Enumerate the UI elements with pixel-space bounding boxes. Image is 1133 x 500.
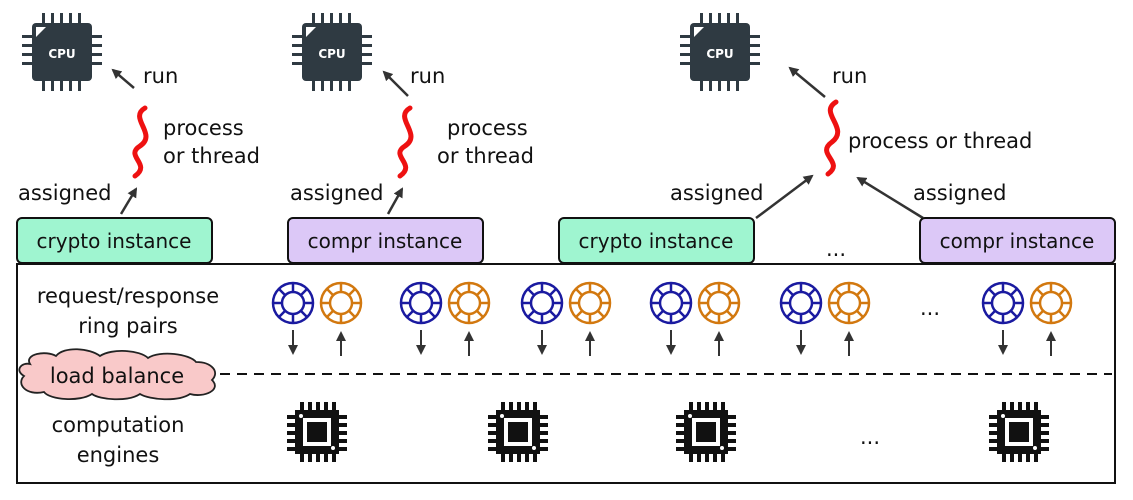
assigned-arrow-right <box>856 176 924 220</box>
assigned-label: assigned <box>670 181 763 205</box>
crypto-instance-label: crypto instance <box>579 229 734 253</box>
cpu-2: CPU <box>292 13 372 91</box>
computation-engine-icon <box>676 402 736 462</box>
response-ring-icon <box>697 281 741 325</box>
process-thread-label: process or thread <box>848 129 1032 153</box>
column-1: run process or thread assigned crypto in… <box>16 64 260 264</box>
crypto-instance-label: crypto instance <box>37 229 192 253</box>
compr-instance-label: compr instance <box>940 229 1095 253</box>
assigned-label: assigned <box>18 181 111 205</box>
cpu-label: CPU <box>48 47 75 61</box>
run-label: run <box>410 64 445 88</box>
response-ring-icon <box>568 281 612 325</box>
ring-pairs-label-line2: ring pairs <box>78 314 177 338</box>
ring-pair <box>271 281 363 356</box>
ring-pair <box>649 281 741 356</box>
run-label: run <box>143 64 178 88</box>
response-ring-icon <box>447 281 491 325</box>
request-ring-icon <box>271 281 315 325</box>
ring-pairs-label-line1: request/response <box>37 284 219 308</box>
computation-engine-icon <box>488 402 548 462</box>
request-ring-icon <box>779 281 823 325</box>
compr-instance-label: compr instance <box>308 229 463 253</box>
request-ring-icon <box>399 281 443 325</box>
thread-wave <box>824 99 841 177</box>
column-3: run process or thread assigned assigned … <box>558 64 1116 264</box>
ring-pair <box>399 281 491 356</box>
run-label: run <box>832 64 867 88</box>
engines-label-line1: computation <box>52 413 185 437</box>
thread-label: or thread <box>437 144 534 168</box>
response-ring-icon <box>319 281 363 325</box>
cpu-label: CPU <box>706 47 733 61</box>
cpu-3: CPU <box>680 13 760 91</box>
cpu-label: CPU <box>318 47 345 61</box>
thread-wave <box>397 105 414 179</box>
run-arrow <box>382 70 409 97</box>
run-arrow <box>788 66 826 98</box>
response-ring-icon <box>827 281 871 325</box>
assigned-label: assigned <box>913 181 1006 205</box>
process-label: process <box>163 116 244 140</box>
engines-label-line2: engines <box>77 443 160 467</box>
load-balance-cloud: load balance <box>18 348 217 401</box>
assigned-arrow <box>386 187 404 215</box>
run-arrow <box>111 68 135 89</box>
column-2: run process or thread assigned compr ins… <box>287 64 534 264</box>
cloud-icon <box>18 348 217 401</box>
request-ring-icon <box>520 281 564 325</box>
process-label: process <box>447 116 528 140</box>
request-ring-icon <box>981 281 1025 325</box>
ring-pair <box>981 281 1073 356</box>
hardware-panel <box>16 263 1116 484</box>
instances-ellipsis: ... <box>826 237 846 261</box>
load-balance-label: load balance <box>50 364 184 388</box>
computation-engine-icon <box>287 402 347 462</box>
ring-pair <box>779 281 871 356</box>
response-ring-icon <box>1029 281 1073 325</box>
ring-pair <box>520 281 612 356</box>
assigned-arrow-left <box>755 174 814 219</box>
assigned-label: assigned <box>290 181 383 205</box>
cpu-1: CPU <box>22 13 102 91</box>
request-ring-icon <box>649 281 693 325</box>
ring-pairs-ellipsis: ... <box>920 296 940 320</box>
thread-label: or thread <box>163 144 260 168</box>
thread-wave <box>132 105 149 179</box>
assigned-arrow <box>119 187 138 215</box>
computation-engine-icon <box>989 402 1049 462</box>
engines-ellipsis: ... <box>860 425 880 449</box>
